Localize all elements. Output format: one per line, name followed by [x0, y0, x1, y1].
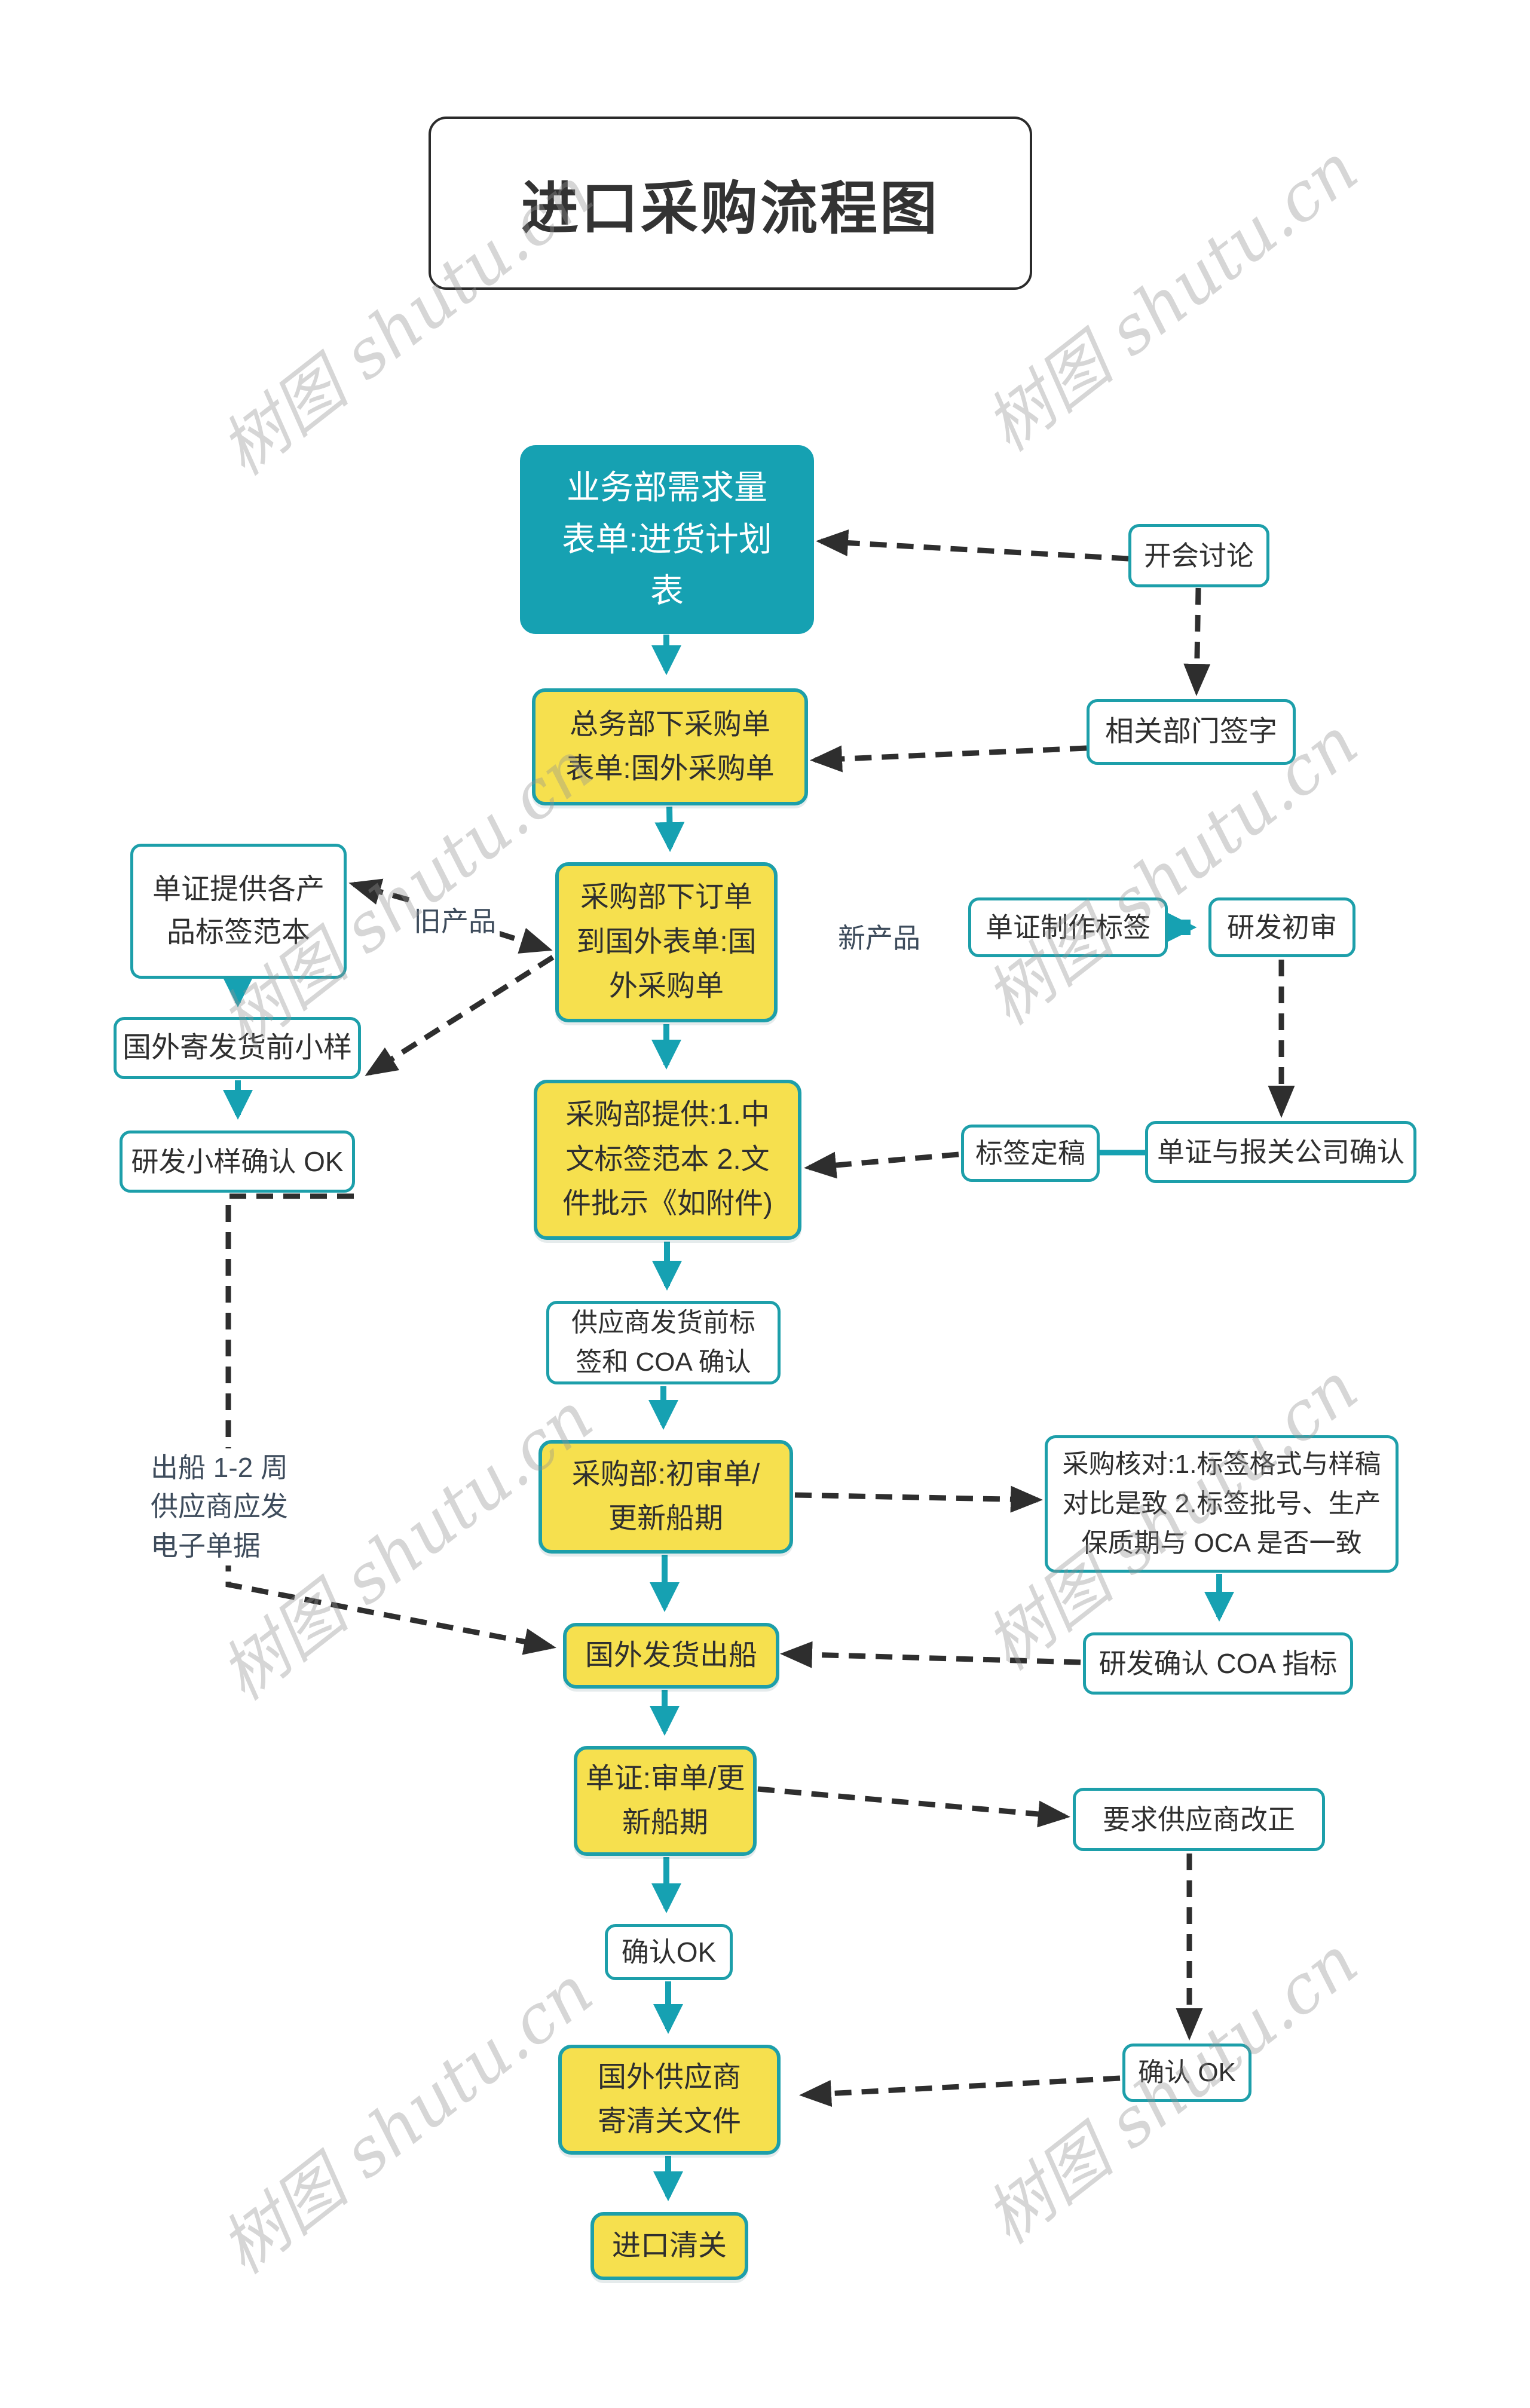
title-box[interactable]: 进口采购流程图 — [429, 117, 1032, 290]
node-rd-sample-ok[interactable]: 研发小样确认 OK — [120, 1131, 355, 1193]
node-rd-first-review-label: 研发初审 — [1227, 911, 1337, 943]
node-general-order[interactable]: 总务部下采购单表单:国外采购单 — [532, 688, 808, 805]
node-purchase-check-label: 采购核对:1.标签格式与样稿对比是致 2.标签批号、生产保质期与 OCA 是否一… — [1062, 1450, 1381, 1558]
node-rd-coa-confirm[interactable]: 研发确认 COA 指标 — [1083, 1632, 1353, 1695]
node-confirm-broker-label: 单证与报关公司确认 — [1157, 1136, 1404, 1168]
node-demand-form-label: 业务部需求量表单:进货计划表 — [562, 468, 772, 610]
node-provide-docs[interactable]: 采购部提供:1.中文标签范本 2.文件批示《如附件) — [534, 1080, 801, 1240]
node-purchase-order-label: 采购部下订单到国外表单:国外采购单 — [576, 881, 757, 1003]
edge-label-new-product: 新产品 — [834, 915, 924, 957]
ship-note: 出船 1-2 周 供应商应发 电子单据 — [151, 1448, 289, 1565]
solid-arrow-group — [223, 635, 1234, 2202]
node-ship-out-label: 国外发货出船 — [585, 1639, 757, 1671]
node-dept-sign-label: 相关部门签字 — [1104, 716, 1277, 747]
node-label-final-label: 标签定稿 — [975, 1137, 1085, 1169]
node-first-review[interactable]: 采购部:初审单/更新船期 — [538, 1440, 793, 1554]
node-preship-sample[interactable]: 国外寄发货前小样 — [114, 1017, 361, 1079]
edge-label-old-product: 旧产品 — [410, 899, 500, 940]
dashed-arrow-group — [225, 529, 1295, 2107]
node-purchase-check[interactable]: 采购核对:1.标签格式与样稿对比是致 2.标签批号、生产保质期与 OCA 是否一… — [1045, 1435, 1399, 1573]
node-send-customs-docs[interactable]: 国外供应商寄清关文件 — [558, 2045, 781, 2155]
node-require-correct-label: 要求供应商改正 — [1103, 1803, 1295, 1835]
node-confirm-ok-1[interactable]: 确认OK — [605, 1924, 733, 1980]
node-doc-label-samples-label: 单证提供各产品标签范本 — [152, 874, 325, 948]
node-rd-coa-confirm-label: 研发确认 COA 指标 — [1098, 1647, 1338, 1679]
node-preship-sample-label: 国外寄发货前小样 — [122, 1032, 352, 1064]
node-ship-out[interactable]: 国外发货出船 — [563, 1623, 779, 1689]
ship-note-line2: 供应商应发 — [151, 1491, 288, 1522]
node-dept-sign[interactable]: 相关部门签字 — [1087, 699, 1296, 765]
node-doc-label-samples[interactable]: 单证提供各产品标签范本 — [130, 844, 347, 979]
node-purchase-order[interactable]: 采购部下订单到国外表单:国外采购单 — [555, 862, 778, 1022]
ship-note-line3: 电子单据 — [151, 1530, 261, 1561]
node-first-review-label: 采购部:初审单/更新船期 — [571, 1458, 760, 1534]
node-confirm-ok-2[interactable]: 确认 OK — [1122, 2044, 1251, 2102]
node-meeting-label: 开会讨论 — [1144, 540, 1254, 571]
node-confirm-ok-1-label: 确认OK — [621, 1936, 717, 1968]
node-meeting[interactable]: 开会讨论 — [1128, 524, 1269, 587]
node-doc-review-label: 单证:审单/更新船期 — [585, 1762, 745, 1839]
node-confirm-broker[interactable]: 单证与报关公司确认 — [1145, 1121, 1416, 1183]
node-send-customs-docs-label: 国外供应商寄清关文件 — [597, 2061, 741, 2137]
node-preship-confirm-label: 供应商发货前标签和 COA 确认 — [571, 1308, 755, 1377]
node-doc-review[interactable]: 单证:审单/更新船期 — [574, 1746, 757, 1856]
node-require-correct[interactable]: 要求供应商改正 — [1073, 1788, 1325, 1851]
node-provide-docs-label: 采购部提供:1.中文标签范本 2.文件批示《如附件) — [562, 1099, 773, 1220]
ship-note-line1: 出船 1-2 周 — [151, 1452, 289, 1483]
node-label-final[interactable]: 标签定稿 — [961, 1125, 1100, 1182]
node-import-clearance[interactable]: 进口清关 — [590, 2212, 748, 2280]
node-rd-sample-ok-label: 研发小样确认 OK — [131, 1145, 344, 1177]
page-title: 进口采购流程图 — [521, 176, 940, 241]
node-make-label[interactable]: 单证制作标签 — [968, 897, 1168, 957]
node-demand-form[interactable]: 业务部需求量表单:进货计划表 — [520, 445, 814, 634]
node-make-label-label: 单证制作标签 — [986, 911, 1150, 943]
node-rd-first-review[interactable]: 研发初审 — [1208, 897, 1355, 957]
node-import-clearance-label: 进口清关 — [611, 2229, 727, 2262]
node-general-order-label: 总务部下采购单表单:国外采购单 — [565, 708, 775, 785]
node-preship-confirm[interactable]: 供应商发货前标签和 COA 确认 — [546, 1301, 781, 1384]
node-confirm-ok-2-label: 确认 OK — [1138, 2058, 1236, 2087]
